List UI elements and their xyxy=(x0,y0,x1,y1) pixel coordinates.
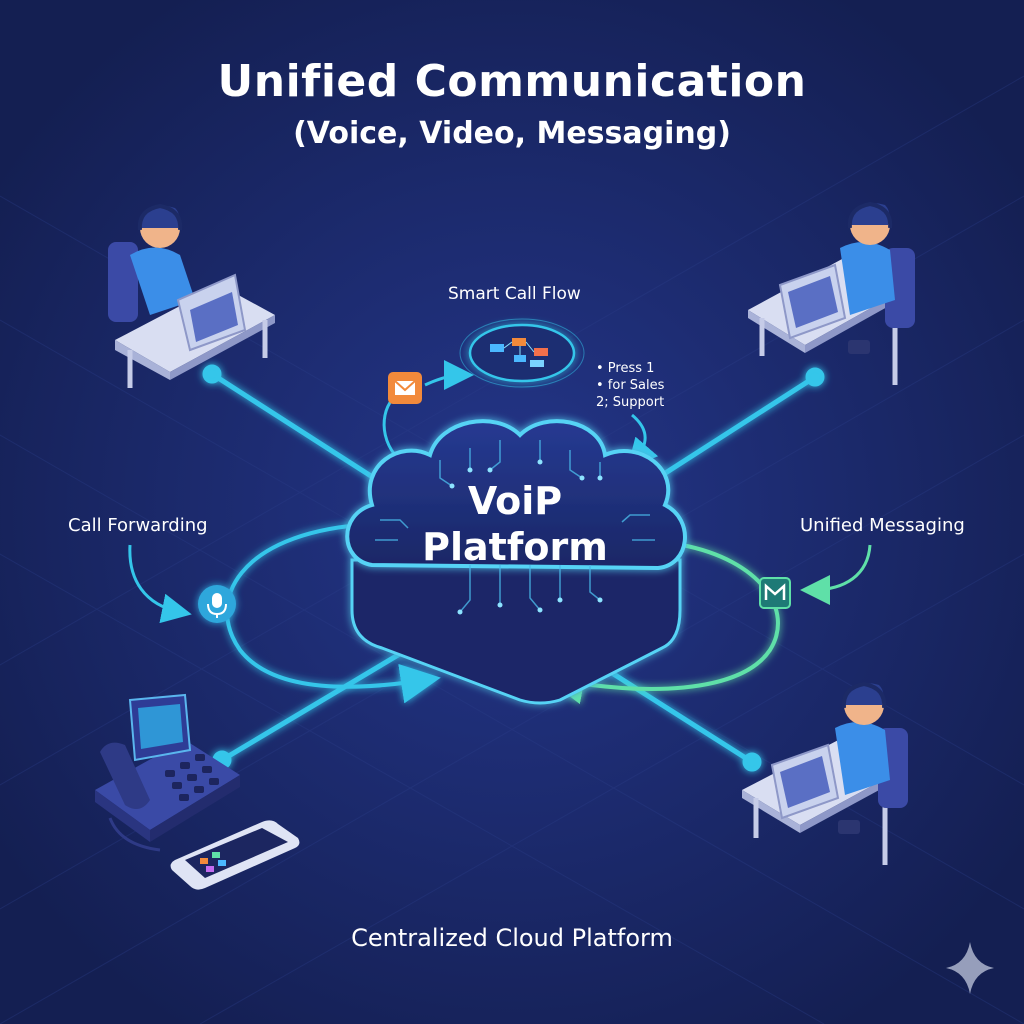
cloud-title-line-2: Platform xyxy=(422,525,608,569)
unified-messaging-loop xyxy=(544,543,780,705)
agent-workstation-top-left xyxy=(108,203,275,388)
agent-workstation-bottom-right xyxy=(742,681,908,865)
label-call-forwarding: Call Forwarding xyxy=(68,515,208,536)
agent-workstation-top-right xyxy=(748,201,915,385)
ivr-line-1: • Press 1 xyxy=(596,361,655,376)
microphone-icon xyxy=(198,585,236,623)
page-title: Unified Communication xyxy=(217,56,807,107)
ivr-line-3: 2; Support xyxy=(596,395,665,410)
sparkle-icon xyxy=(946,942,994,994)
voip-cloud xyxy=(345,419,687,705)
call-forwarding-loop xyxy=(225,523,441,704)
cloud-title: VoiP Platform xyxy=(380,478,650,570)
cloud-title-line-1: VoiP xyxy=(467,479,563,523)
label-smart-call-flow: Smart Call Flow xyxy=(448,284,581,304)
message-icon xyxy=(759,577,791,609)
connector-node-top-right xyxy=(805,367,825,387)
connector-node-bottom-right xyxy=(742,752,762,772)
flow-arrow-to-diagram xyxy=(424,360,474,391)
label-unified-messaging: Unified Messaging xyxy=(800,515,965,536)
footer-caption: Centralized Cloud Platform xyxy=(351,924,673,952)
ivr-line-2: • for Sales xyxy=(596,378,665,393)
call-forwarding-arrow xyxy=(128,544,192,624)
desk-phone xyxy=(95,693,240,852)
page-subtitle: (Voice, Video, Messaging) xyxy=(293,116,731,151)
ivr-menu: • Press 1 • for Sales 2; Support xyxy=(596,360,664,411)
smartphone xyxy=(170,820,300,890)
connector-node-top-left xyxy=(202,364,222,384)
unified-messaging-arrow xyxy=(800,544,872,605)
call-flow-diagram xyxy=(459,318,585,388)
envelope-icon xyxy=(388,372,422,404)
